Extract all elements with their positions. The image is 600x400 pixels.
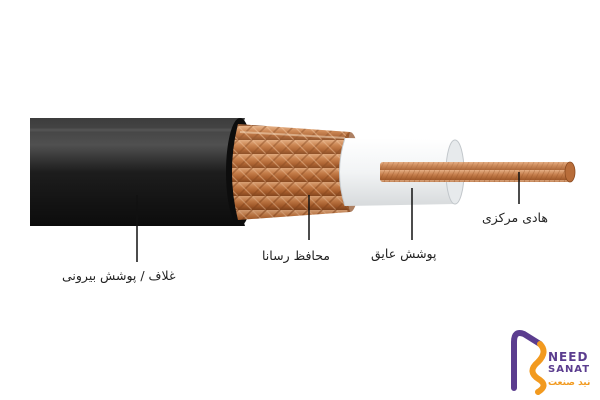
label-dielectric: پوشش عایق [371,246,437,261]
leader-lines [136,172,520,262]
label-shield: محافظ رسانا [262,248,330,263]
label-conductor: هادی مرکزی [482,210,548,225]
outer-jacket [30,118,254,226]
logo-word-bottom: SANAT [548,364,591,375]
logo-word-fa: نید صنعت [548,378,591,388]
center-conductor [380,161,576,183]
logo-word-top: NEED [548,350,589,364]
needsanat-logo-mark [511,330,547,395]
label-jacket: غلاف / پوشش بیرونی [62,268,176,283]
copper-braid-shield [232,124,360,220]
